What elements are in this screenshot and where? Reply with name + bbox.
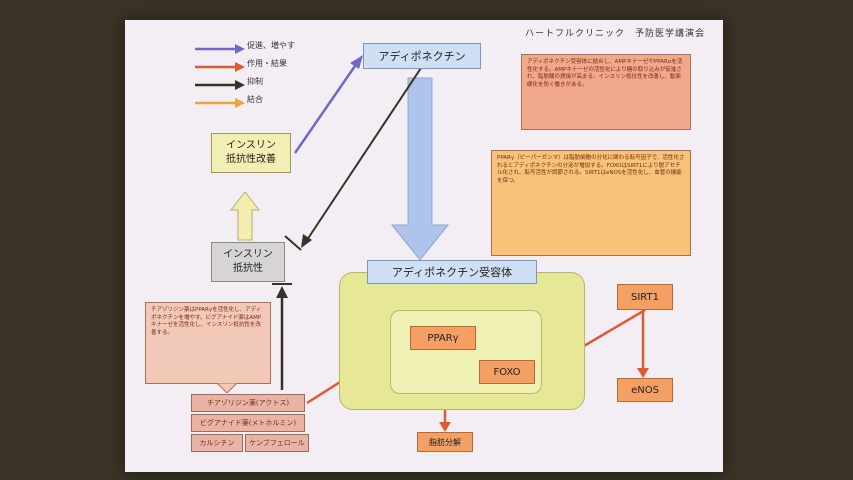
drug-label: チアゾリジン薬(アクトス): [206, 399, 290, 407]
node-label: インスリン: [223, 249, 273, 260]
insulin-improve-node: インスリン 抵抗性改善: [211, 133, 291, 173]
drug-thiazolidine: チアゾリジン薬(アクトス): [191, 394, 305, 412]
arrow-adiponectin-to-resistance: [306, 67, 422, 241]
legend-label: 結合: [247, 95, 263, 104]
legend-item-effect: 作用・結果: [195, 58, 315, 72]
ppar-gamma-node: PPARγ: [410, 326, 476, 350]
note-left: チアゾリジン薬はPPARγを活性化し、アディポネクチンを増やす。ビグアナイド薬は…: [145, 302, 271, 384]
arrow-improve-to-adiponectin: [293, 62, 359, 154]
legend-item-bind: 結合: [195, 94, 315, 108]
drug-label: ビグアナイド薬(メトホルミン): [199, 419, 297, 427]
note-text: PPARγ（ピーパーガンマ）は脂肪細胞の分化に関わる転写因子で、活性化されるとア…: [497, 155, 685, 184]
note-text: チアゾリジン薬はPPARγを活性化し、アディポネクチンを増やす。ビグアナイド薬は…: [151, 307, 262, 336]
note-text: アディポネクチン受容体に結合し、AMPキナーゼやPPARαを活性化する。AMPキ…: [527, 59, 683, 88]
slide: ハートフルクリニック 予防医学講演会 促進、増やす 作用・結果 抑制 結合: [125, 20, 723, 472]
enos-node: eNOS: [617, 378, 673, 402]
legend-item-inhibit: 抑制: [195, 76, 315, 90]
legend-arrow-inhibit-icon: [195, 80, 245, 90]
node-label: eNOS: [631, 384, 659, 396]
fat-breakdown-node: 脂肪分解: [417, 432, 473, 452]
foxo-node: FOXO: [479, 360, 535, 384]
sirt1-node: SIRT1: [617, 284, 673, 310]
node-label: PPARγ: [427, 332, 459, 344]
node-label: アディポネクチン: [378, 50, 466, 63]
legend-arrow-bind-icon: [195, 98, 245, 108]
note-top-right: アディポネクチン受容体に結合し、AMPキナーゼやPPARαを活性化する。AMPキ…: [521, 54, 691, 130]
insulin-resistance-node: インスリン 抵抗性: [211, 242, 285, 282]
node-label: FOXO: [493, 366, 521, 378]
drug-label: カルシチン: [199, 439, 235, 447]
legend-label: 抑制: [247, 77, 263, 86]
drug-3: カルシチン: [191, 434, 243, 452]
legend-arrow-effect-icon: [195, 62, 245, 72]
arrow-resistance-to-improve: [229, 191, 261, 241]
node-label: SIRT1: [631, 291, 659, 303]
node-label: 脂肪分解: [429, 437, 461, 447]
legend-arrow-promote-icon: [195, 44, 245, 54]
node-label: インスリン: [226, 140, 276, 151]
legend-label: 作用・結果: [247, 59, 287, 68]
legend-item-promote: 促進、増やす: [195, 40, 315, 54]
node-label: アディポネクチン受容体: [391, 266, 513, 279]
node-label: 抵抗性: [233, 263, 263, 274]
big-arrow-adiponectin-to-receptor: [390, 77, 450, 261]
slide-header-title: ハートフルクリニック 予防医学講演会: [524, 29, 705, 39]
receptor-label-box: アディポネクチン受容体: [367, 260, 537, 284]
drug-biguanide: ビグアナイド薬(メトホルミン): [191, 414, 305, 432]
note-middle-right: PPARγ（ピーパーガンマ）は脂肪細胞の分化に関わる転写因子で、活性化されるとア…: [491, 150, 691, 256]
drug-label: ケンブフェロール: [249, 439, 305, 447]
note-left-pointer-icon: [217, 383, 237, 393]
legend-label: 促進、増やす: [247, 41, 295, 50]
adiponectin-node: アディポネクチン: [363, 43, 481, 69]
drug-4: ケンブフェロール: [245, 434, 309, 452]
node-label: 抵抗性改善: [226, 154, 276, 165]
